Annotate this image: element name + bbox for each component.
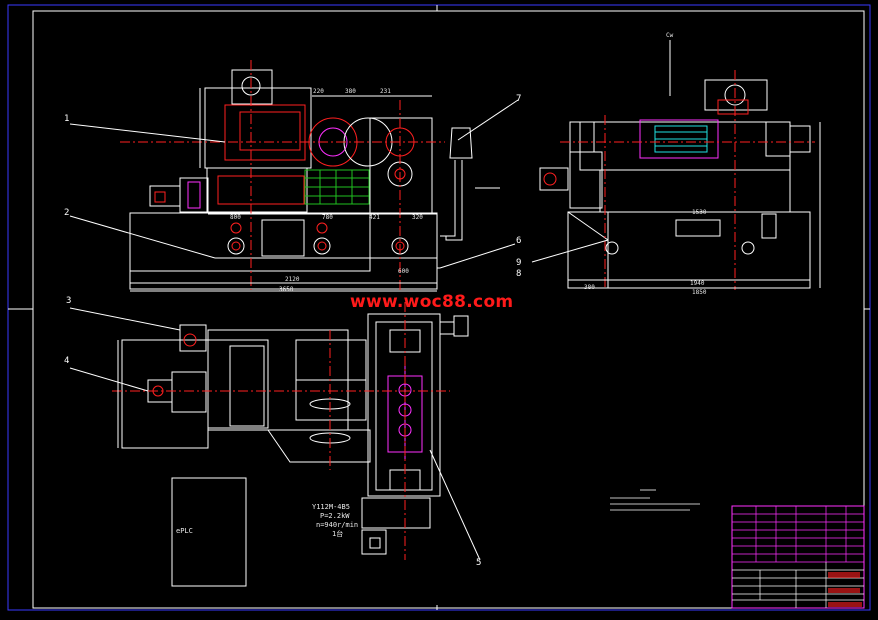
motor-power: P=2.2kW — [320, 512, 350, 520]
motor-qty: 1台 — [332, 530, 344, 538]
side-view — [531, 40, 821, 290]
dim-front-side: 600 — [398, 268, 409, 275]
dim-front-top-1: 220 — [313, 88, 324, 95]
outer-frame — [7, 4, 871, 611]
motor-model: Y112M-4B5 — [312, 503, 350, 511]
motor-speed: n=940r/min — [316, 521, 359, 529]
top-view — [69, 302, 481, 561]
part-number-4: 4 — [64, 356, 70, 366]
part-number-6: 6 — [516, 236, 522, 246]
part-number-7: 7 — [516, 94, 522, 104]
dim-front-total: 2120 — [285, 276, 300, 283]
dim-front-top-3: 231 — [380, 88, 391, 95]
front-view — [69, 60, 519, 292]
dim-side-overall: 1850 — [692, 289, 707, 296]
part-number-8: 8 — [516, 269, 522, 279]
side-view-tag: Cw — [666, 32, 674, 39]
technical-notes — [610, 489, 700, 511]
dim-front-bottom-4: 320 — [412, 214, 423, 221]
plc-label: ePLC — [176, 527, 193, 535]
dim-front-top-2: 380 — [345, 88, 356, 95]
part-number-9: 9 — [516, 258, 522, 268]
dim-front-bottom-2: 780 — [322, 214, 333, 221]
watermark-text: www.woc88.com — [350, 292, 514, 312]
dim-front-bottom-3: 421 — [369, 214, 380, 221]
dim-side-total: 1940 — [690, 280, 705, 287]
dim-front-overall: 3650 — [279, 286, 294, 293]
title-block — [731, 505, 865, 609]
part-number-5: 5 — [476, 558, 482, 568]
plc-box — [171, 477, 247, 587]
part-number-2: 2 — [64, 208, 70, 218]
dim-front-bottom-1: 800 — [230, 214, 241, 221]
dim-side-top: 1530 — [692, 209, 707, 216]
dim-side-left: 380 — [584, 284, 595, 291]
part-number-1: 1 — [64, 114, 70, 124]
part-number-3: 3 — [66, 296, 72, 306]
